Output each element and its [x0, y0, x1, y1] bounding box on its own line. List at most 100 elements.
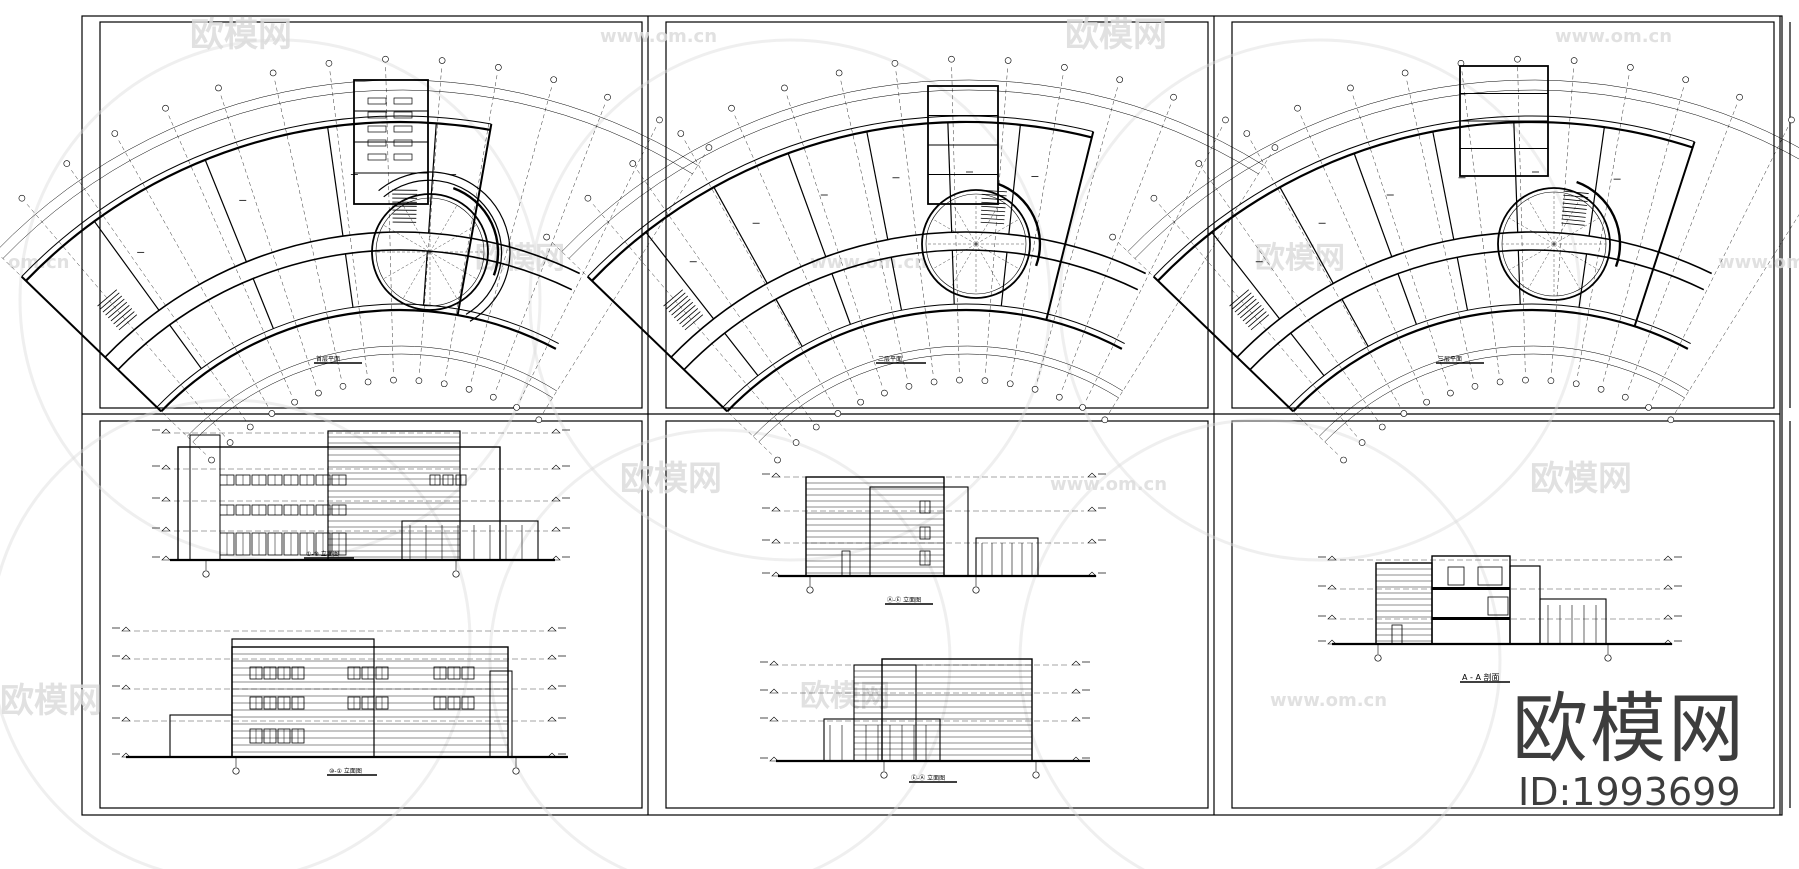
grid-axis-bubble: [728, 104, 735, 112]
level-marker: [1327, 639, 1337, 645]
hall-radial-axis: [950, 200, 977, 245]
window: [1487, 596, 1509, 616]
hall-radial-axis: [1527, 243, 1555, 290]
hall-radial-axis: [402, 205, 431, 253]
level-marker: [1327, 614, 1337, 620]
round-hall-wall: [1497, 187, 1611, 301]
grid-axis-bubble: [1547, 377, 1555, 384]
room-partition: [1578, 253, 1588, 308]
furniture-table: [393, 97, 413, 105]
grid-axis-bubble: [629, 160, 637, 167]
level-marker: [769, 688, 779, 694]
grid-axis-line: [1406, 80, 1474, 379]
sheet-frame: [81, 15, 1791, 816]
hall-radial-axis: [429, 224, 477, 253]
dimension-line: [1127, 79, 1799, 252]
grid-axis-bubble: [1736, 93, 1743, 101]
grid-axis-bubble: [1004, 57, 1012, 64]
grid-axis-line: [1674, 214, 1799, 414]
grid-axis-line: [1551, 68, 1574, 373]
level-marker: [1663, 555, 1673, 561]
room-partition: [1279, 186, 1334, 284]
grid-axis-bubble: [1294, 104, 1301, 112]
grid-axis-bubble: [1061, 64, 1068, 71]
level-marker: [1071, 688, 1081, 694]
grid-axis-line: [1517, 67, 1526, 373]
grid-axis-bubble: [1645, 404, 1652, 411]
grid-axis-bubble: [1006, 380, 1014, 388]
grid-axis-bubble: [656, 116, 663, 124]
stair-tread: [671, 298, 691, 316]
level-marker: [551, 496, 561, 502]
stair-tread: [1562, 210, 1587, 214]
grid-axis-bubble: [972, 586, 980, 594]
corridor-wall: [670, 231, 1147, 358]
stair-tread: [1245, 308, 1265, 325]
watermark-text: 欧模网: [1065, 15, 1167, 55]
level-marker: [1087, 571, 1097, 577]
watermark-text: www.om.cn: [1555, 26, 1672, 47]
level-marker: [161, 464, 171, 470]
stair-tread: [981, 201, 1006, 205]
grid-axis-line: [786, 95, 883, 386]
floor-plan-level-1: [0, 55, 713, 464]
grid-axis-line: [1250, 140, 1401, 407]
grid-axis-bubble: [1170, 93, 1177, 101]
level-marker: [1087, 538, 1097, 544]
inner-wall: [1288, 303, 1691, 408]
grid-axis-bubble: [1572, 380, 1580, 388]
room-partition: [831, 273, 851, 325]
grid-axis-line: [592, 204, 792, 437]
round-hall-wall: [921, 189, 1031, 299]
grid-axis-bubble: [834, 410, 842, 417]
grid-axis-line: [445, 75, 498, 376]
hall-radial-axis: [1508, 217, 1555, 245]
stair-tread: [980, 217, 1005, 221]
stair-tread: [1561, 222, 1585, 226]
watermark-text: www.om.cn: [1050, 474, 1167, 495]
grid-axis-bubble: [1340, 456, 1347, 464]
level-marker: [1327, 555, 1337, 561]
grid-axis-bubble: [835, 69, 843, 77]
dimension-line: [192, 353, 553, 443]
stair-tread: [102, 295, 123, 313]
grid-axis-line: [1158, 204, 1358, 437]
hall-balcony: [1576, 180, 1622, 268]
room-partition: [169, 324, 202, 369]
hall-radial-axis: [1553, 217, 1600, 245]
hall-radial-axis: [975, 200, 1002, 245]
watermark-text: 欧模网: [190, 15, 292, 55]
level-marker: [769, 716, 779, 722]
grid-axis-line: [895, 71, 934, 375]
grid-axis-bubble: [513, 404, 520, 411]
room-partition: [951, 250, 955, 305]
watermark-text: 欧模网: [1255, 241, 1345, 276]
grid-axis-bubble: [512, 767, 520, 775]
level-marker: [121, 752, 131, 758]
end-wall: [20, 275, 162, 413]
grid-axis-line: [1036, 87, 1118, 382]
furniture-table: [367, 97, 387, 105]
level-marker: [1327, 584, 1337, 590]
grid-axis-line: [1627, 104, 1737, 390]
level-marker: [1071, 660, 1081, 666]
furniture-table: [367, 111, 387, 119]
stair-tread: [673, 301, 694, 319]
drawing-captions: 首层平面 二层平面 三层平面 ①-⑩ 立面图 ⑩-① 立面图 Ⓐ-Ⓔ 立面图 Ⓔ…: [304, 355, 1510, 783]
level-marker: [547, 626, 557, 632]
grid-axis-bubble: [438, 57, 446, 64]
elevation-panel-2: [760, 472, 1106, 779]
level-marker: [161, 428, 171, 434]
grid-axis-bubble: [440, 380, 448, 388]
room-partition: [1341, 298, 1369, 347]
dimension-line: [568, 89, 1259, 259]
facade-block: [869, 486, 969, 577]
grid-axis-bubble: [1522, 376, 1529, 384]
hall-radial-axis: [1527, 198, 1555, 245]
inner-wall: [1292, 308, 1689, 413]
grid-axis-bubble: [382, 55, 389, 63]
grid-axis-bubble: [162, 104, 169, 112]
stair-tread: [107, 301, 128, 319]
furniture-table: [393, 111, 413, 119]
furniture-table: [367, 125, 387, 133]
